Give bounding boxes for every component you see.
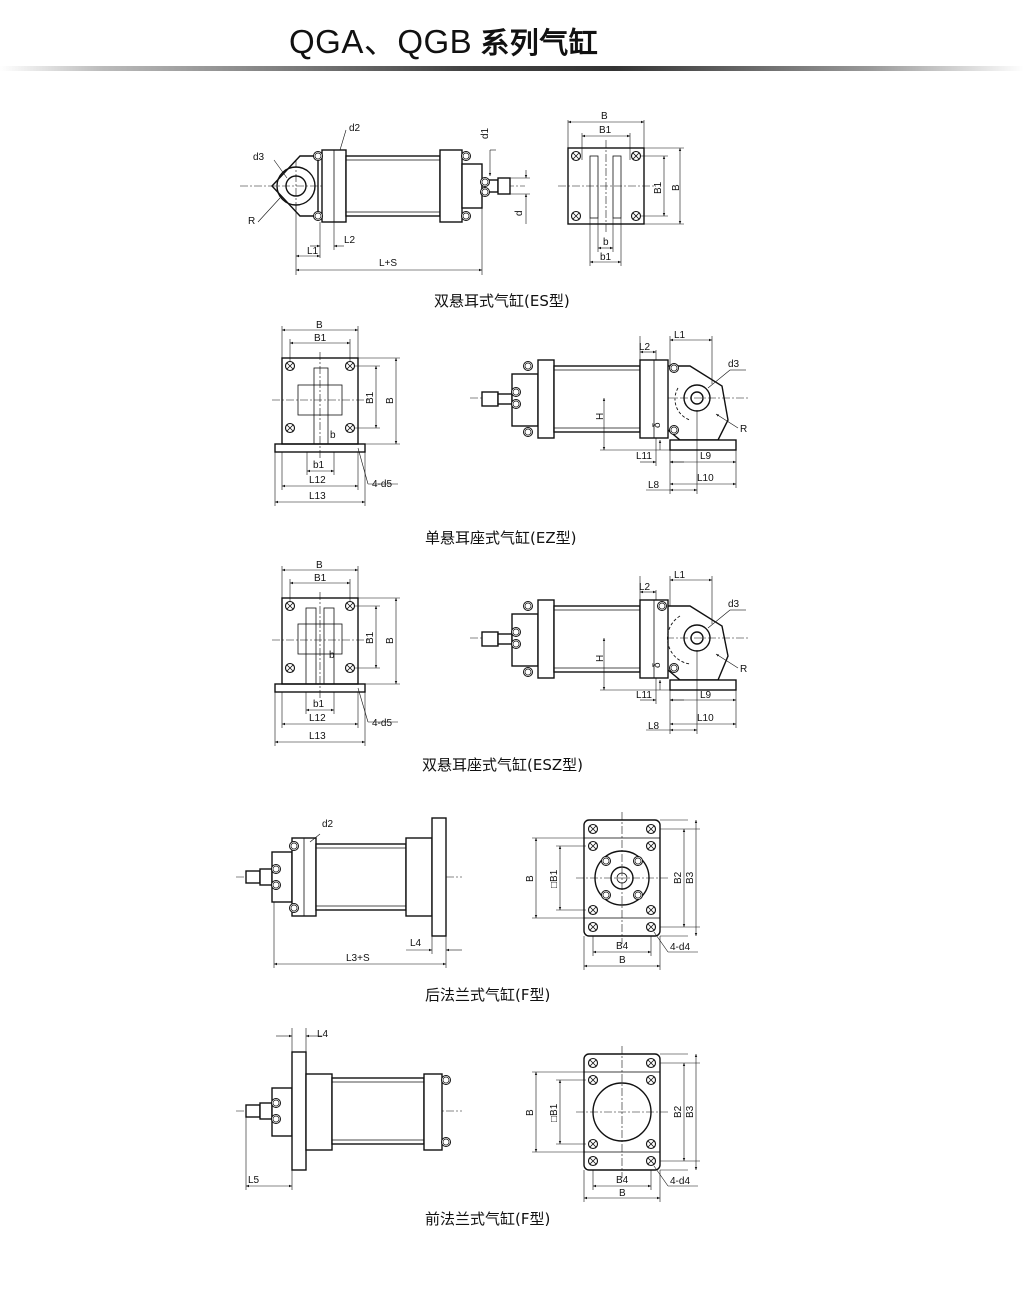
front-end-label-B-v: B	[525, 1109, 536, 1116]
ez-label-d5: 4-d5	[372, 479, 392, 490]
rear-end-label-B-v: B	[525, 875, 536, 882]
esz-side-view: L2 L1 d3 R H δ L11 L9 L10 L8	[470, 570, 748, 734]
figure-esz: B B1 B B1 b b1 L12 L13 4-d5	[272, 560, 748, 746]
ez-side-view: L2 L1 d3 R H δ L11 L9 L10 L8	[470, 330, 748, 494]
figure-rear-flange: d2 L3+S L4 B □B1 B2	[236, 812, 700, 970]
rear-label-L3S: L3+S	[346, 953, 370, 964]
esz-label-L11: L11	[636, 690, 652, 701]
front-flange-end-view: B □B1 B2 B3 B4 B 4-d4	[525, 1046, 700, 1202]
es-end-label-B1: B1	[599, 125, 612, 136]
esz-label-b: b	[329, 650, 335, 661]
caption-ez: 单悬耳座式气缸(EZ型)	[425, 529, 577, 547]
esz-label-R: R	[740, 664, 747, 675]
caption-front-flange: 前法兰式气缸(F型)	[425, 1210, 551, 1228]
es-label-d: d	[514, 210, 525, 216]
figure-front-flange: L4 L5 B □B1 B2 B3 B4	[236, 1028, 700, 1202]
figure-es: L+S L1 L2 d2 d3 R d1 d B B1	[240, 111, 684, 275]
es-side-view: L+S L1 L2 d2 d3 R d1 d	[240, 123, 530, 275]
front-end-label-B1-v: □B1	[549, 1103, 560, 1122]
front-flange-side-view: L4 L5	[236, 1028, 462, 1190]
rear-end-label-B4: B4	[616, 941, 629, 952]
esz-label-L13: L13	[309, 731, 326, 742]
ez-label-R: R	[740, 424, 747, 435]
ez-label-L10: L10	[697, 473, 714, 484]
front-end-label-B3-v: B3	[685, 1105, 696, 1118]
es-end-label-B1-v: B1	[653, 181, 664, 194]
es-end-label-b: b	[603, 237, 609, 248]
ez-label-b: b	[330, 430, 336, 441]
header-rule	[0, 66, 1024, 71]
es-label-d1: d1	[480, 127, 491, 139]
rear-label-L4: L4	[410, 938, 422, 949]
ez-label-L13: L13	[309, 491, 326, 502]
ez-label-L12: L12	[309, 475, 326, 486]
ez-label-delta: δ	[652, 422, 663, 428]
rear-flange-end-view: B □B1 B2 B3 B4 B 4-d4	[525, 812, 700, 970]
esz-label-b1: b1	[313, 699, 325, 710]
esz-label-L2: L2	[639, 582, 651, 593]
ez-label-B1: B1	[314, 333, 327, 344]
caption-es: 双悬耳式气缸(ES型)	[434, 292, 570, 310]
ez-label-B1-v: B1	[365, 391, 376, 404]
front-label-L5: L5	[248, 1175, 260, 1186]
ez-label-L2: L2	[639, 342, 651, 353]
ez-label-L8: L8	[648, 480, 660, 491]
ez-label-L11: L11	[636, 451, 652, 462]
esz-label-delta: δ	[652, 662, 663, 668]
rear-end-label-B3-v: B3	[685, 871, 696, 884]
front-end-label-B4: B4	[616, 1175, 629, 1186]
ez-label-L9: L9	[700, 451, 712, 462]
front-end-label-B: B	[619, 1188, 626, 1199]
rear-end-label-B2-v: B2	[673, 871, 684, 884]
es-label-d3: d3	[253, 152, 265, 163]
ez-label-H: H	[595, 413, 606, 420]
esz-label-B: B	[316, 560, 323, 571]
es-label-LS: L+S	[379, 258, 397, 269]
rear-end-label-B1-v: □B1	[549, 869, 560, 888]
ez-label-b1: b1	[313, 460, 325, 471]
esz-label-B1-v: B1	[365, 631, 376, 644]
title-chinese: 系列气缸	[480, 26, 599, 60]
caption-rear-flange: 后法兰式气缸(F型)	[425, 986, 551, 1004]
esz-label-L9: L9	[700, 690, 712, 701]
esz-label-d3: d3	[728, 599, 740, 610]
es-label-L2: L2	[344, 235, 356, 246]
ez-end-view: B B1 B B1 b b1 L12 L13 4-d5	[272, 320, 400, 506]
esz-label-L10: L10	[697, 713, 714, 724]
rear-flange-side-view: d2 L3+S L4	[236, 817, 462, 968]
esz-label-B-v: B	[385, 637, 396, 644]
es-end-view: B B1 B B1 b b1	[558, 111, 684, 266]
title-latin: QGA、QGB	[289, 23, 473, 60]
esz-end-view: B B1 B B1 b b1 L12 L13 4-d5	[272, 560, 400, 746]
ez-label-B-v: B	[385, 397, 396, 404]
front-end-label-d4: 4-d4	[670, 1176, 690, 1187]
esz-label-L1: L1	[674, 570, 686, 581]
esz-label-L12: L12	[309, 713, 326, 724]
es-end-label-B: B	[601, 111, 608, 122]
ez-label-d3: d3	[728, 359, 740, 370]
front-end-label-B2-v: B2	[673, 1105, 684, 1118]
front-label-L4: L4	[317, 1029, 329, 1040]
ez-label-L1: L1	[674, 330, 686, 341]
caption-esz: 双悬耳座式气缸(ESZ型)	[422, 756, 583, 774]
es-label-d2: d2	[349, 123, 361, 134]
esz-label-L8: L8	[648, 721, 660, 732]
ez-label-B: B	[316, 320, 323, 331]
rear-end-label-B: B	[619, 955, 626, 966]
es-label-L1: L1	[307, 246, 319, 257]
figure-ez: B B1 B B1 b b1 L12 L13 4-d5	[272, 320, 748, 506]
rear-end-label-d4: 4-d4	[670, 942, 690, 953]
es-end-label-B-v: B	[671, 184, 682, 191]
esz-label-B1: B1	[314, 573, 327, 584]
esz-label-H: H	[595, 655, 606, 662]
es-end-label-b1: b1	[600, 252, 612, 263]
esz-label-d5: 4-d5	[372, 718, 392, 729]
rear-label-d2: d2	[322, 819, 334, 830]
es-label-R: R	[248, 216, 255, 227]
